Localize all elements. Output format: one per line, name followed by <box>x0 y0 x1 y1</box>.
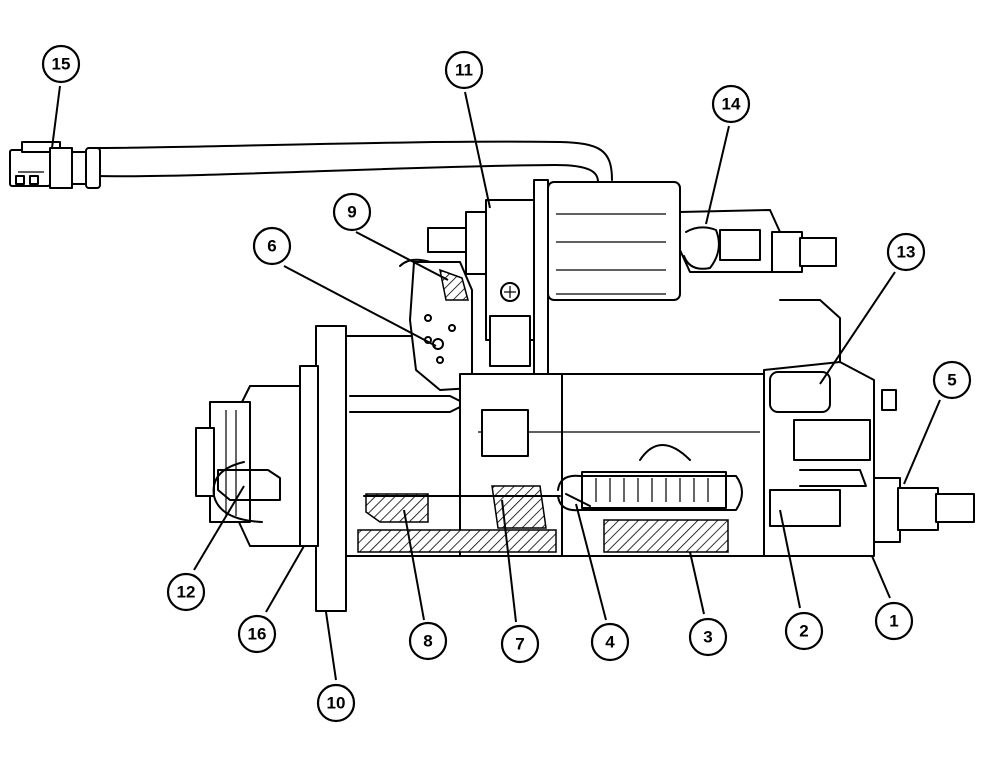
callout-6: 6 <box>252 226 292 266</box>
leader-15 <box>51 85 61 149</box>
leader-14 <box>705 125 730 225</box>
callout-10: 10 <box>316 683 356 723</box>
leader-1 <box>871 555 891 599</box>
wire-harness <box>97 140 613 183</box>
callout-8: 8 <box>408 621 448 661</box>
callout-2: 2 <box>784 611 824 651</box>
callout-6-label: 6 <box>267 237 276 256</box>
callout-15: 15 <box>41 44 81 84</box>
leader-2 <box>779 509 801 609</box>
callout-14: 14 <box>711 84 751 124</box>
shift-lever <box>399 258 473 391</box>
callout-14-label: 14 <box>722 95 741 114</box>
callout-2-label: 2 <box>799 622 808 641</box>
leader-8 <box>403 509 425 621</box>
callout-1: 1 <box>874 601 914 641</box>
callout-15-label: 15 <box>52 55 71 74</box>
callout-4: 4 <box>590 622 630 662</box>
leader-7 <box>501 499 517 623</box>
callout-7-label: 7 <box>515 635 524 654</box>
leader-9 <box>355 231 449 281</box>
callout-3: 3 <box>688 617 728 657</box>
callout-13: 13 <box>886 232 926 272</box>
leader-lines <box>51 85 941 681</box>
leader-5 <box>903 399 941 485</box>
callout-3-label: 3 <box>703 628 712 647</box>
callout-12-label: 12 <box>177 583 196 602</box>
callout-16-label: 16 <box>248 625 267 644</box>
callout-8-label: 8 <box>423 632 432 651</box>
commutator-end <box>763 299 975 557</box>
leader-16 <box>265 545 305 613</box>
callout-10-label: 10 <box>327 694 346 713</box>
callout-5-label: 5 <box>947 371 956 390</box>
wire-connector <box>9 141 101 189</box>
callout-13-label: 13 <box>897 243 916 262</box>
callout-11-label: 11 <box>455 61 473 80</box>
callout-1-label: 1 <box>889 612 898 631</box>
callout-7: 7 <box>500 624 540 664</box>
leader-3 <box>689 551 705 615</box>
callout-5: 5 <box>932 360 972 400</box>
callout-9: 9 <box>332 192 372 232</box>
leader-13 <box>819 271 896 385</box>
callout-16: 16 <box>237 614 277 654</box>
leader-6 <box>283 265 437 347</box>
callout-9-label: 9 <box>347 203 356 222</box>
callout-4-label: 4 <box>605 633 615 652</box>
callouts: 15 11 14 9 6 13 5 12 <box>41 44 972 723</box>
solenoid <box>427 179 681 377</box>
callout-12: 12 <box>166 572 206 612</box>
pinion-nose <box>195 385 301 547</box>
callout-11: 11 <box>444 50 484 90</box>
leader-4 <box>575 503 607 621</box>
leader-10 <box>325 611 337 681</box>
leader-12 <box>193 485 245 571</box>
starter-drawing <box>9 140 975 612</box>
solenoid-terminal <box>679 209 837 273</box>
leader-11 <box>464 91 491 209</box>
